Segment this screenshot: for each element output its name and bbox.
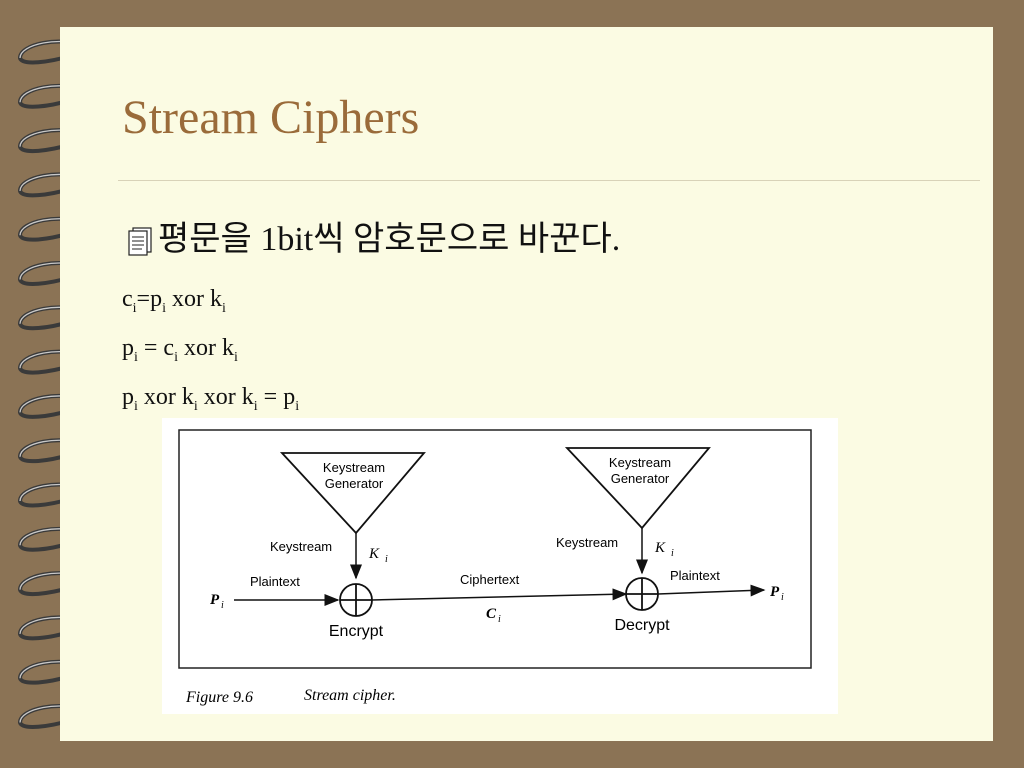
figure-caption-text: Stream cipher. (304, 687, 396, 704)
p-in-label: P (210, 592, 220, 608)
decrypt-label: Decrypt (614, 617, 670, 634)
plaintext-left-label: Plaintext (250, 574, 300, 589)
keystream-generator-left (279, 452, 426, 535)
keystream-generator-right-line1: Keystream (609, 455, 671, 470)
figure-caption-number: Figure 9.6 (185, 689, 253, 706)
stream-cipher-diagram: Keystream Generator Keystream K i P i Pl… (178, 429, 812, 706)
svg-text:i: i (781, 592, 784, 603)
bullet-text: 평문을 1bit씩 암호문으로 바꾼다. (158, 221, 621, 258)
svg-text:i: i (221, 600, 224, 611)
equation-3: pi xor ki xor ki = pi (122, 384, 300, 414)
keystream-left-label: Keystream (270, 539, 332, 554)
k-right-label: K (654, 540, 666, 556)
bullet-item: 평문을 1bit씩 암호문으로 바꾼다. (122, 218, 620, 262)
k-left-label: K (368, 546, 380, 562)
keystream-generator-left-line1: Keystream (323, 460, 385, 475)
ciphertext-label: Ciphertext (460, 572, 520, 587)
svg-text:i: i (385, 554, 388, 565)
keystream-generator-right (564, 447, 711, 530)
encrypt-label: Encrypt (329, 623, 384, 640)
keystream-generator-right-line2: Generator (611, 471, 670, 486)
plaintext-right-label: Plaintext (670, 568, 720, 583)
equation-1: ci=pi xor ki (122, 286, 226, 316)
svg-text:i: i (671, 548, 674, 559)
keystream-right-label: Keystream (556, 535, 618, 550)
svg-text:i: i (498, 614, 501, 625)
title-divider (118, 180, 980, 181)
equation-2: pi = ci xor ki (122, 335, 238, 365)
notepad-bullet-icon (128, 227, 152, 256)
stream-cipher-figure: Keystream Generator Keystream K i P i Pl… (162, 418, 838, 714)
keystream-generator-left-line2: Generator (325, 476, 384, 491)
p-out-label: P (770, 584, 780, 600)
figure-frame (178, 429, 812, 669)
c-label: C (486, 606, 497, 622)
slide-title: Stream Ciphers (122, 91, 420, 144)
